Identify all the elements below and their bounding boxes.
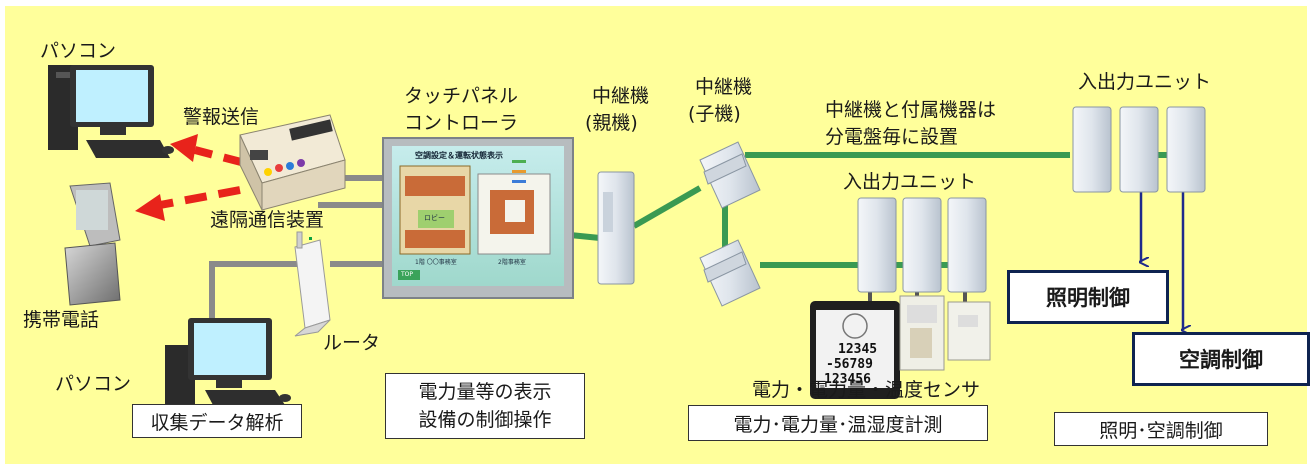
box-data-analysis: 収集データ解析 [132, 404, 302, 438]
router-icon [294, 231, 331, 337]
label-touch-panel-1: タッチパネル [404, 85, 519, 107]
label-relay-parent-1: 中継機 [592, 85, 650, 107]
sensor-icon-1 [899, 295, 945, 371]
screen-right-caption: 2階事務室 [498, 259, 526, 266]
box-lighting-control: 照明制御 [1007, 270, 1169, 324]
box-measure: 電力･電力量･温湿度計測 [688, 405, 988, 441]
meter-line-2: -56789 [826, 357, 873, 372]
label-io-unit-right: 入出力ユニット [1078, 71, 1212, 93]
pc-bottom-icon [165, 318, 291, 407]
io-unit-mid-icons [857, 197, 987, 293]
box-display-line-1: 電力量等の表示 [418, 381, 552, 403]
label-pc-top: パソコン [40, 40, 117, 62]
box-display-line-2: 設備の制御操作 [418, 409, 552, 431]
screen-top-button: TOP [401, 271, 414, 278]
remote-device-icon [239, 114, 346, 211]
screen-room-label: ロビー [424, 214, 445, 222]
label-pc-bottom: パソコン [55, 373, 132, 395]
label-mobile: 携帯電話 [23, 309, 100, 331]
label-relay-child-1: 中継機 [695, 76, 753, 98]
io-unit-right-icons [1072, 106, 1206, 193]
label-alarm: 警報送信 [183, 106, 260, 128]
relay-child-icon-2 [699, 239, 761, 307]
power-meter-icon [810, 301, 900, 399]
control-arrows [1141, 190, 1183, 330]
touch-panel-icon [382, 137, 574, 299]
label-io-unit-mid: 入出力ユニット [843, 171, 977, 193]
screen-title: 空調設定＆運転状態表示 [415, 151, 503, 160]
label-note-2: 分電盤毎に設置 [825, 126, 959, 148]
screen-left-caption: 1階 〇〇事務室 [415, 259, 457, 266]
label-touch-panel-2: コントローラ [404, 112, 519, 134]
label-relay-parent-2: (親機) [585, 112, 638, 134]
mobile-phone-icon [64, 182, 121, 306]
meter-line-3: 123456 [824, 372, 871, 387]
label-remote-device: 遠隔通信装置 [210, 209, 325, 231]
label-note-1: 中継機と付属機器は [825, 99, 997, 121]
label-router: ルータ [323, 332, 381, 354]
box-aircon-control: 空調制御 [1132, 332, 1310, 386]
pc-top-icon [48, 65, 174, 158]
sensor-icon-2 [947, 301, 991, 361]
relay-child-icon-1 [699, 141, 761, 209]
label-relay-child-2: (子機) [688, 103, 741, 125]
label-sensors: 電力・電力量・温度センサ [752, 379, 981, 401]
alarm-arrows [135, 134, 247, 221]
relay-parent-icon [597, 171, 635, 285]
box-display-operation: 電力量等の表示 設備の制御操作 [385, 373, 585, 439]
meter-line-1: 12345 [838, 342, 878, 357]
box-control: 照明･空調制御 [1054, 412, 1268, 446]
